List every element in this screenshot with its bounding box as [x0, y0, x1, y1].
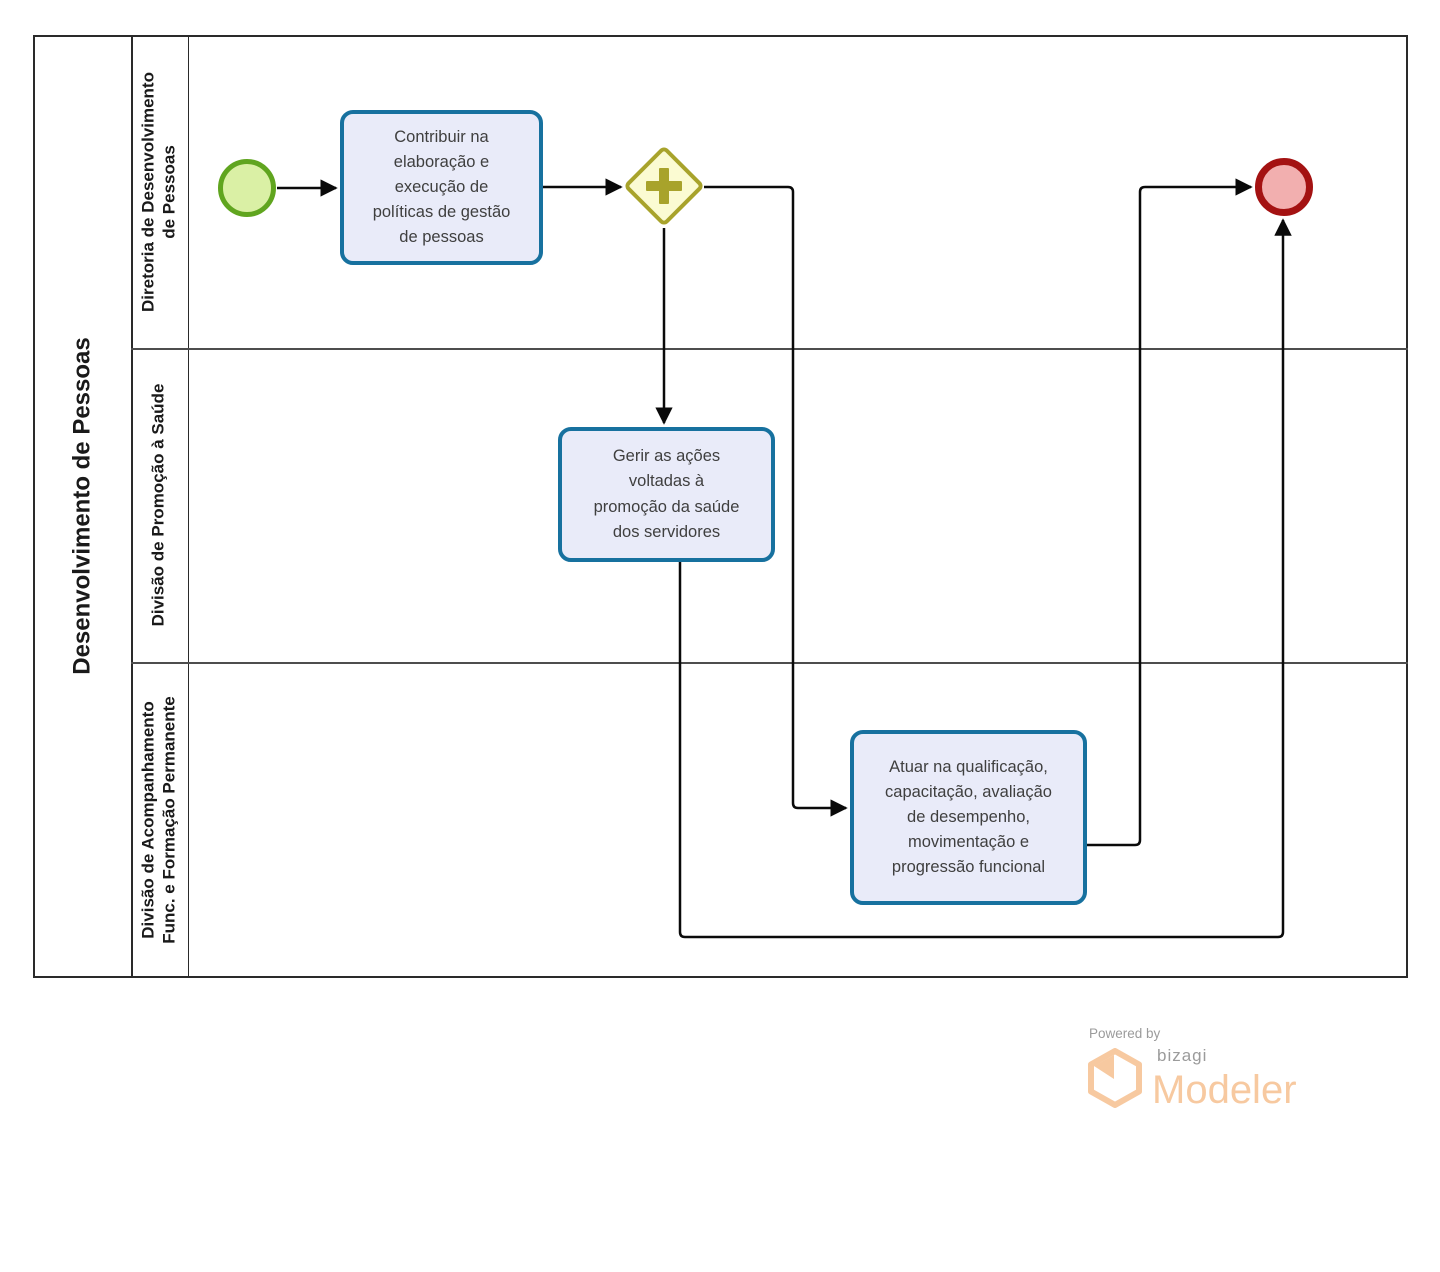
end-event[interactable] — [1255, 158, 1313, 216]
task-atuar-qualificacao[interactable]: Atuar na qualificação, capacitação, aval… — [850, 730, 1087, 905]
flow-task2-to-end — [678, 218, 1292, 939]
modeler-product-name: Modeler — [1152, 1068, 1297, 1112]
pool-header-separator — [131, 35, 133, 978]
task-contribuir-politicas[interactable]: Contribuir na elaboração e execução de p… — [340, 110, 543, 265]
powered-by-label: Powered by — [1089, 1026, 1161, 1041]
task-label: Contribuir na elaboração e execução de p… — [372, 127, 511, 247]
flow-task3-to-end — [1087, 178, 1253, 847]
flow-gateway-to-task3 — [704, 185, 848, 817]
task-label: Atuar na qualificação, capacitação, aval… — [885, 757, 1052, 877]
lane-boundary-2 — [131, 662, 1408, 664]
plus-icon — [639, 161, 689, 211]
task-gerir-acoes-saude[interactable]: Gerir as ações voltadas à promoção da sa… — [558, 427, 775, 562]
lane-label-separator — [188, 35, 189, 978]
task-label: Gerir as ações voltadas à promoção da sa… — [593, 447, 740, 541]
start-event[interactable] — [218, 159, 276, 217]
bizagi-logo-icon — [1088, 1048, 1142, 1108]
lane-boundary-1 — [131, 348, 1408, 350]
bizagi-brand-name: bizagi — [1157, 1046, 1208, 1065]
